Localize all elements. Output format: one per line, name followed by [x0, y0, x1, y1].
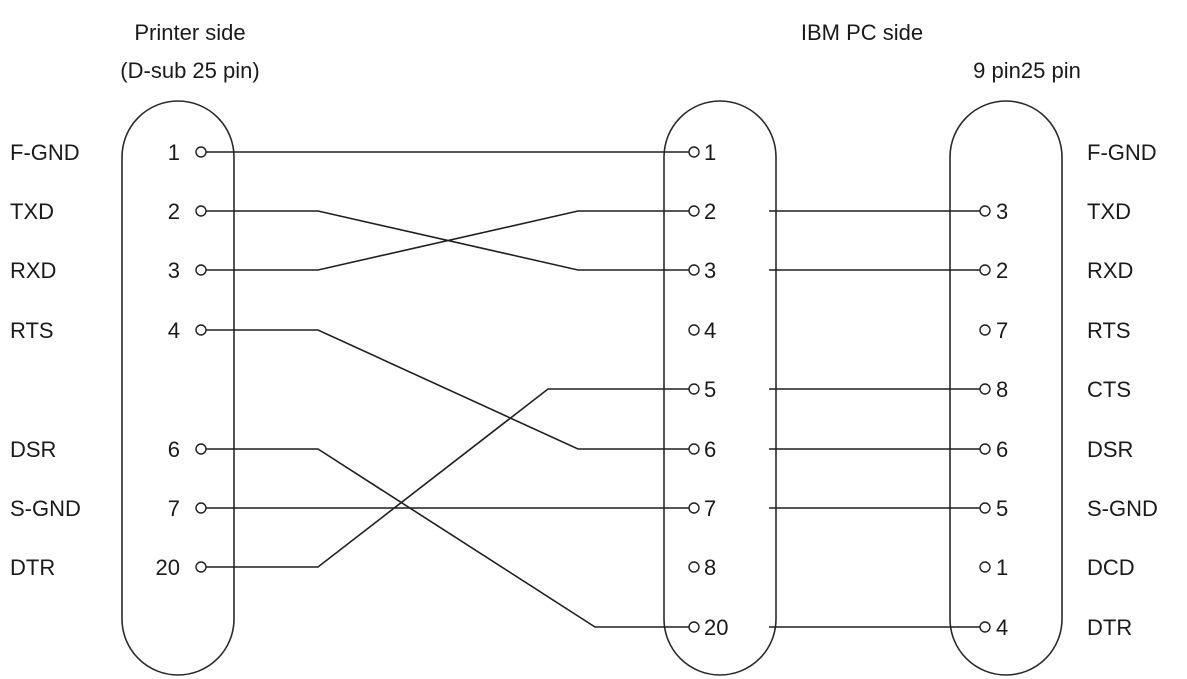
pc25-pin-7 — [688, 502, 700, 514]
pc9-pin-number: 3 — [996, 199, 1008, 224]
printer-pin-20 — [195, 561, 207, 573]
pc-signal-label: DTR — [1087, 615, 1132, 640]
pc9-pin-6 — [979, 443, 991, 455]
printer-pin-7 — [195, 502, 207, 514]
pc25-pin-4 — [688, 324, 700, 336]
pc-signal-label: TXD — [1087, 199, 1131, 224]
printer-pin-number: 4 — [168, 318, 180, 343]
wire-pr6-pc20 — [206, 448, 689, 628]
pc-signal-label: DCD — [1087, 555, 1135, 580]
pc25-pin-2 — [688, 205, 700, 217]
printer-pin-2 — [195, 205, 207, 217]
printer-signal-label: TXD — [10, 199, 54, 224]
pc25-pin-20 — [688, 621, 700, 633]
printer-pin-number: 20 — [156, 555, 180, 580]
printer-signal-label: DTR — [10, 555, 55, 580]
printer-pin-number: 2 — [168, 199, 180, 224]
pc9-pin-number: 1 — [996, 555, 1008, 580]
pc-signal-label: S-GND — [1087, 496, 1158, 521]
pc25-pin-number: 3 — [704, 258, 716, 283]
pc9-pin-1 — [979, 561, 991, 573]
pc25-pin-number: 8 — [704, 555, 716, 580]
pc9-pin-number: 8 — [996, 377, 1008, 402]
pc9-pin-3 — [979, 205, 991, 217]
wire-pr3-pc2 — [206, 210, 689, 271]
pc25-pin-3 — [688, 264, 700, 276]
pc-25pin-connector-outline — [663, 100, 777, 676]
pc25-pin-number: 20 — [704, 615, 728, 640]
pc-side-title: IBM PC side — [801, 20, 923, 45]
pc9-pin-8 — [979, 383, 991, 395]
pins — [195, 146, 991, 633]
printer-signal-label: DSR — [10, 437, 56, 462]
wire-pr4-pc6 — [206, 329, 689, 450]
printer-signal-label: RXD — [10, 258, 56, 283]
pc9-pin-number: 2 — [996, 258, 1008, 283]
printer-pin-number: 1 — [168, 140, 180, 165]
pc-signal-label: RTS — [1087, 318, 1131, 343]
pc-signal-label: F-GND — [1087, 140, 1157, 165]
pc25-pin-number: 4 — [704, 318, 716, 343]
printer-side-title: Printer side — [134, 20, 245, 45]
printer-connector-outline — [121, 100, 235, 676]
printer-pin-number: 6 — [168, 437, 180, 462]
printer-pin-3 — [195, 264, 207, 276]
pc9-pin-2 — [979, 264, 991, 276]
pc9-pin-number: 4 — [996, 615, 1008, 640]
pc25-pin-6 — [688, 443, 700, 455]
pc-9pin-connector-outline — [949, 100, 1063, 676]
printer-pin-1 — [195, 146, 207, 158]
pc25-pin-number: 1 — [704, 140, 716, 165]
printer-pin-number: 7 — [168, 496, 180, 521]
printer-signal-label: S-GND — [10, 496, 81, 521]
pc25-pin-number: 6 — [704, 437, 716, 462]
printer-pin-number: 3 — [168, 258, 180, 283]
wires — [206, 151, 980, 628]
pc25-pin-8 — [688, 561, 700, 573]
pc9-pin-5 — [979, 502, 991, 514]
pc25-pin-number: 5 — [704, 377, 716, 402]
printer-signal-label: RTS — [10, 318, 54, 343]
printer-signal-label: F-GND — [10, 140, 80, 165]
pc25-pin-5 — [688, 383, 700, 395]
pc9-pin-number: 6 — [996, 437, 1008, 462]
pc25-pin-number: 7 — [704, 496, 716, 521]
printer-pin-6 — [195, 443, 207, 455]
pc-signal-label: CTS — [1087, 377, 1131, 402]
printer-pin-4 — [195, 324, 207, 336]
pc25-pin-1 — [688, 146, 700, 158]
pc-signal-label: DSR — [1087, 437, 1133, 462]
wire-pr20-pc5 — [206, 388, 689, 568]
labels: 1F-GND2TXD3RXD4RTS6DSR7S-GND20DTR1234567… — [10, 140, 1158, 640]
printer-side-subtitle: (D-sub 25 pin) — [120, 58, 259, 83]
pc-signal-label: RXD — [1087, 258, 1133, 283]
pc9-pin-4 — [979, 621, 991, 633]
pc25-pin-number: 2 — [704, 199, 716, 224]
pc9-pin-number: 7 — [996, 318, 1008, 343]
pc9-pin-7 — [979, 324, 991, 336]
pc9-pin-number: 5 — [996, 496, 1008, 521]
pc-pins-label: 9 pin25 pin — [973, 58, 1081, 83]
